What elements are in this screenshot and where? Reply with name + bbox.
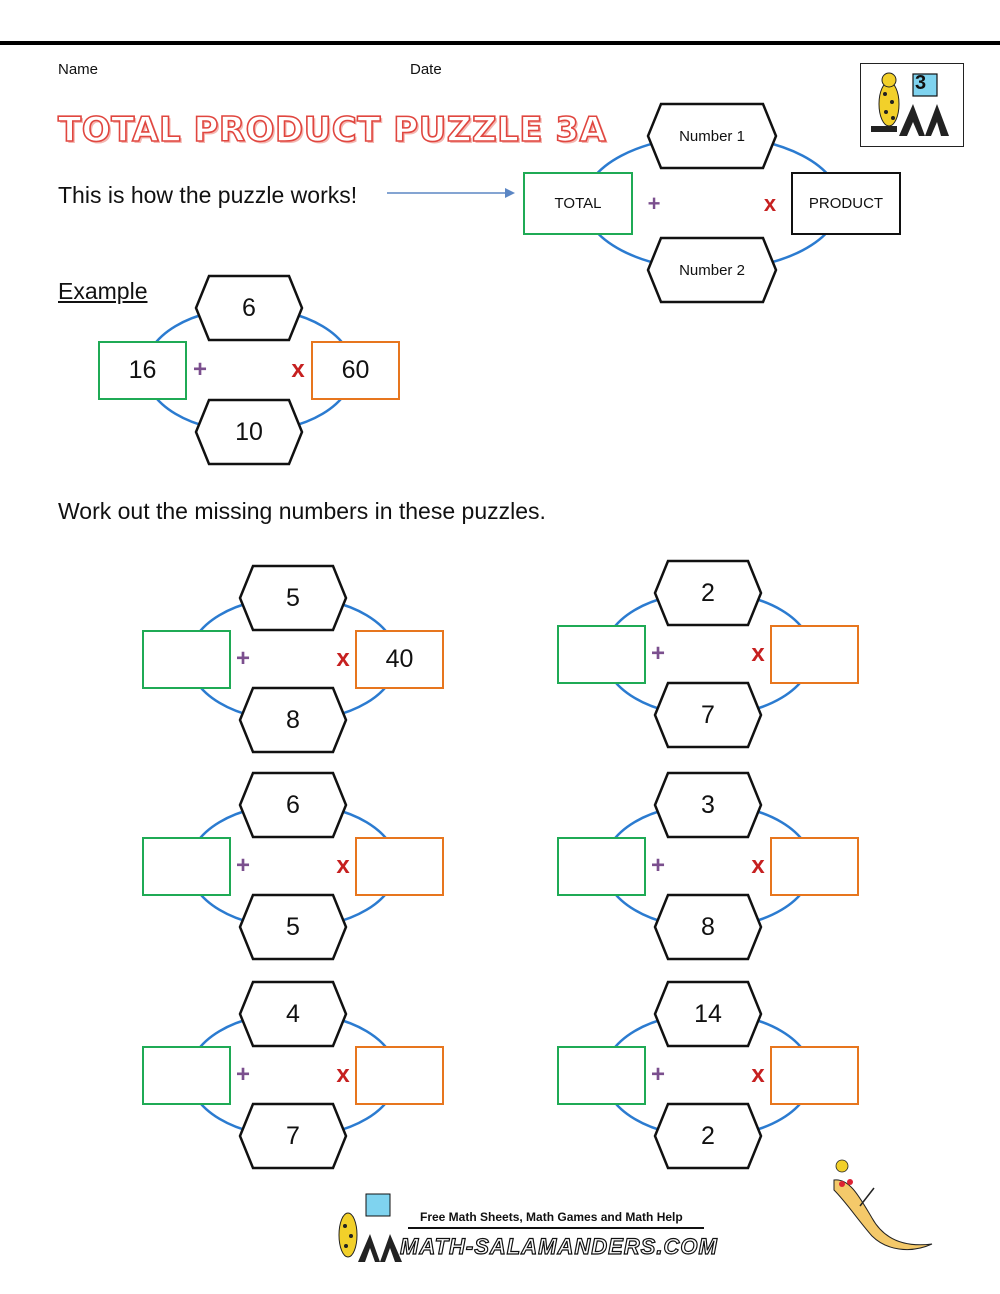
- puzzle-5-number1: 4: [286, 999, 300, 1028]
- intro-text: This is how the puzzle works!: [58, 182, 358, 208]
- puzzle-5-product-box[interactable]: [355, 1045, 444, 1105]
- puzzle-2-total-box[interactable]: [557, 624, 646, 684]
- intro-diagram-product-box: PRODUCT: [791, 171, 901, 235]
- puzzle-5-number2-hexagon: [238, 1102, 348, 1170]
- puzzle-4-times-sign: x: [751, 852, 765, 879]
- intro-diagram-number1: Number 1: [679, 127, 745, 145]
- puzzle-2-product-box[interactable]: [770, 624, 859, 684]
- footer-tagline: Free Math Sheets, Math Games and Math He…: [420, 1210, 683, 1224]
- puzzle-5-number1-hexagon: [238, 980, 348, 1048]
- intro-diagram-times-sign: x: [763, 191, 777, 216]
- puzzle-5-number2: 7: [286, 1121, 300, 1150]
- puzzle-3-times-sign: x: [336, 852, 350, 879]
- puzzle-3-number1-hexagon: [238, 771, 348, 839]
- name-label: Name: [58, 61, 99, 78]
- salamander-mascot-icon: [833, 1159, 933, 1250]
- salamander-logo-icon: [871, 72, 949, 136]
- puzzle-3-number2: 5: [286, 912, 300, 941]
- intro-diagram-total-box: TOTAL: [523, 171, 633, 235]
- puzzle-1-times-sign: x: [336, 645, 350, 672]
- puzzle-6-number2-hexagon: [653, 1102, 763, 1170]
- puzzle-1-number2: 8: [286, 705, 300, 734]
- puzzle-3-product-box[interactable]: [355, 836, 444, 896]
- example-number2-hexagon: [194, 398, 304, 466]
- intro-diagram-number1-hexagon: [646, 102, 778, 170]
- puzzle-1-number1-hexagon: [238, 564, 348, 632]
- puzzle-6-number2: 2: [701, 1121, 715, 1150]
- puzzle-4-product-box[interactable]: [770, 836, 859, 896]
- puzzle-2-number1-hexagon: [653, 559, 763, 627]
- intro-diagram-number2: Number 2: [679, 261, 745, 279]
- date-label: Date: [410, 61, 442, 78]
- example-total-box: 16: [98, 340, 187, 400]
- puzzle-6-times-sign: x: [751, 1061, 765, 1088]
- puzzle-5-total-box[interactable]: [142, 1045, 231, 1105]
- puzzle-4-number2-hexagon: [653, 893, 763, 961]
- example-plus-sign: +: [192, 356, 207, 383]
- grade-number: 3: [915, 72, 927, 94]
- example-number1-hexagon: [194, 274, 304, 342]
- puzzle-3-plus-sign: +: [235, 852, 250, 879]
- puzzle-5-plus-sign: +: [235, 1061, 250, 1088]
- puzzle-3-total-box[interactable]: [142, 836, 231, 896]
- top-rule: [0, 41, 1000, 45]
- puzzle-1-plus-sign: +: [235, 645, 250, 672]
- puzzle-4-plus-sign: +: [650, 852, 665, 879]
- page-title: TOTAL PRODUCT PUZZLE 3A: [57, 109, 607, 151]
- example-number1: 6: [242, 293, 256, 322]
- puzzle-6-number1-hexagon: [653, 980, 763, 1048]
- puzzle-4-number1: 3: [701, 790, 715, 819]
- puzzle-2-number1: 2: [701, 578, 715, 607]
- puzzle-2-times-sign: x: [751, 640, 765, 667]
- puzzle-1-number2-hexagon: [238, 686, 348, 754]
- intro-diagram-plus-sign: +: [647, 191, 661, 216]
- puzzle-3-number2-hexagon: [238, 893, 348, 961]
- footer-site: MATH-SALAMANDERS.COM: [399, 1233, 718, 1259]
- example-times-sign: x: [291, 356, 305, 383]
- puzzle-1-number1: 5: [286, 583, 300, 612]
- example-label: Example: [58, 278, 148, 304]
- footer-logo: [328, 1190, 708, 1270]
- grade-logo: [860, 63, 964, 147]
- puzzle-1-total-box[interactable]: [142, 629, 231, 689]
- puzzle-6-number1: 14: [694, 999, 722, 1028]
- puzzle-2-plus-sign: +: [650, 640, 665, 667]
- puzzle-2-number2-hexagon: [653, 681, 763, 749]
- puzzle-2-number2: 7: [701, 700, 715, 729]
- puzzle-4-number1-hexagon: [653, 771, 763, 839]
- instructions: Work out the missing numbers in these pu…: [58, 498, 546, 524]
- example-product-box: 60: [311, 340, 400, 400]
- math-salamanders-logo-icon: [338, 1193, 704, 1262]
- puzzle-3-number1: 6: [286, 790, 300, 819]
- intro-diagram-number2-hexagon: [646, 236, 778, 304]
- example-number2: 10: [235, 417, 263, 446]
- puzzle-6-product-box[interactable]: [770, 1045, 859, 1105]
- puzzle-1-product-box[interactable]: 40: [355, 629, 444, 689]
- puzzle-4-number2: 8: [701, 912, 715, 941]
- puzzle-6-total-box[interactable]: [557, 1045, 646, 1105]
- puzzle-5-times-sign: x: [336, 1061, 350, 1088]
- puzzle-6-plus-sign: +: [650, 1061, 665, 1088]
- puzzle-4-total-box[interactable]: [557, 836, 646, 896]
